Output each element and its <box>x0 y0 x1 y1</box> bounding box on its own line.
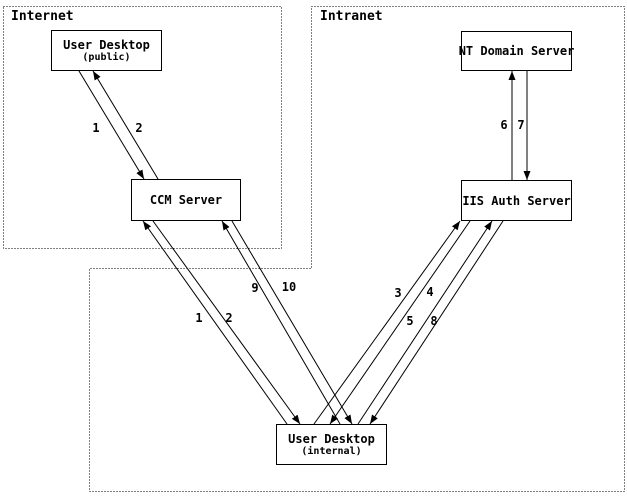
edge-label-7: 7 <box>517 118 525 132</box>
edge-1-public-desktop-to-ccm <box>78 70 145 180</box>
node-title: User Desktop <box>63 38 150 52</box>
intranet-zone-outline <box>89 6 625 492</box>
node-title: IIS Auth Server <box>462 193 571 208</box>
edge-label-4: 4 <box>426 285 434 299</box>
edge-2-ccm-to-internal-desktop <box>152 220 301 425</box>
edge-2-ccm-to-public-desktop <box>92 70 159 180</box>
edge-8-iis-to-internal-desktop <box>369 220 504 425</box>
edge-9-internal-desktop-to-ccm <box>221 220 341 425</box>
edge-label-6: 6 <box>500 118 508 132</box>
edge-5-internal-desktop-to-iis <box>357 220 493 425</box>
edge-label-5: 5 <box>406 314 414 328</box>
internet-zone-outline <box>3 6 282 249</box>
node-title: CCM Server <box>149 193 223 207</box>
intranet-zone-label: Intranet <box>320 9 383 24</box>
edge-label-2-public: 2 <box>135 121 143 135</box>
edge-label-10: 10 <box>281 280 297 294</box>
node-iis-auth-server: IIS Auth Server <box>461 180 572 221</box>
node-subtitle: (internal) <box>301 446 362 457</box>
edge-label-2-internal: 2 <box>225 311 233 325</box>
node-nt-domain-server: NT Domain Server <box>458 31 575 71</box>
edge-label-9: 9 <box>251 281 259 295</box>
edge-4-iis-to-internal-desktop <box>329 220 471 425</box>
node-title: User Desktop <box>288 432 375 446</box>
node-title: NT Domain Server <box>458 44 575 58</box>
edge-label-1-internal: 1 <box>195 311 203 325</box>
edge-label-1-public: 1 <box>92 121 100 135</box>
edge-label-8: 8 <box>430 314 438 328</box>
node-ccm-server: CCM Server <box>131 179 241 221</box>
internet-zone-label: Internet <box>11 9 74 24</box>
edge-label-3: 3 <box>394 286 402 300</box>
edge-3-internal-desktop-to-iis <box>313 220 461 425</box>
node-user-desktop-internal: User Desktop (internal) <box>276 424 387 465</box>
node-subtitle: (public) <box>82 52 131 63</box>
node-user-desktop-public: User Desktop (public) <box>51 30 162 71</box>
edge-1-internal-desktop-to-ccm <box>142 220 288 425</box>
edge-10-ccm-to-internal-desktop <box>231 220 353 425</box>
